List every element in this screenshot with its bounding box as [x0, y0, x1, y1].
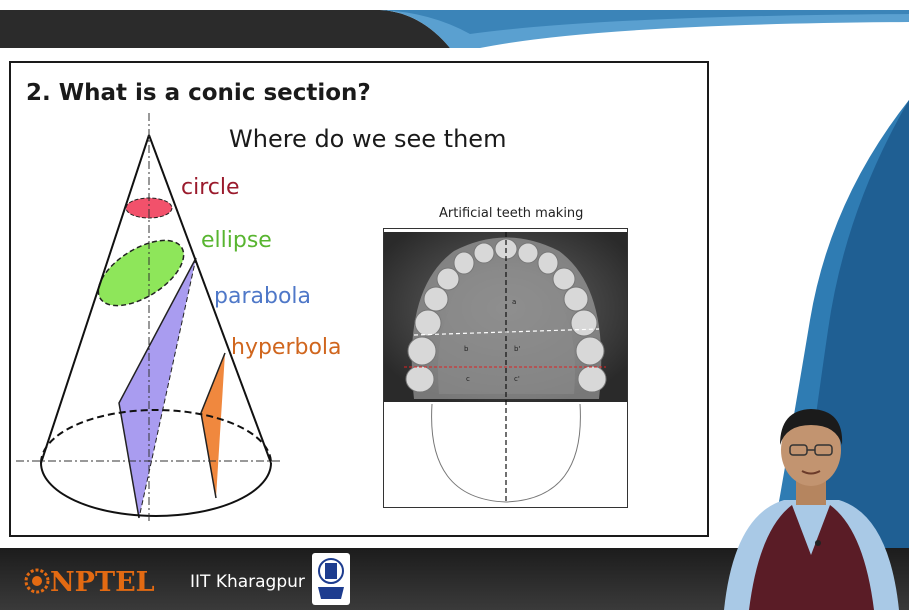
parabola-label: parabola — [214, 284, 311, 309]
mark-b-prime: b' — [514, 345, 520, 353]
presenter-video — [714, 395, 909, 610]
ellipse-label: ellipse — [201, 228, 272, 253]
hyperbola-label: hyperbola — [231, 335, 342, 360]
mark-c-prime: c' — [514, 375, 520, 383]
circle-label: circle — [181, 175, 240, 200]
lecture-slide: 2. What is a conic section? Where do we … — [9, 61, 709, 537]
institute-name: IIT Kharagpur — [190, 572, 305, 592]
conic-sections-cone-diagram — [11, 63, 381, 535]
mark-b: b — [464, 345, 469, 353]
iit-kharagpur-emblem-icon — [312, 553, 350, 605]
nptel-logo-text: NPTEL — [50, 567, 155, 598]
mark-a: a — [512, 298, 516, 306]
teeth-photo: a b b' c c' — [384, 229, 628, 508]
artificial-teeth-figure: a b b' c c' — [383, 228, 628, 508]
mark-c: c — [466, 375, 470, 383]
nptel-gear-icon — [24, 568, 50, 594]
hyperbola-section — [201, 353, 225, 498]
photo-caption: Artificial teeth making — [439, 206, 583, 221]
